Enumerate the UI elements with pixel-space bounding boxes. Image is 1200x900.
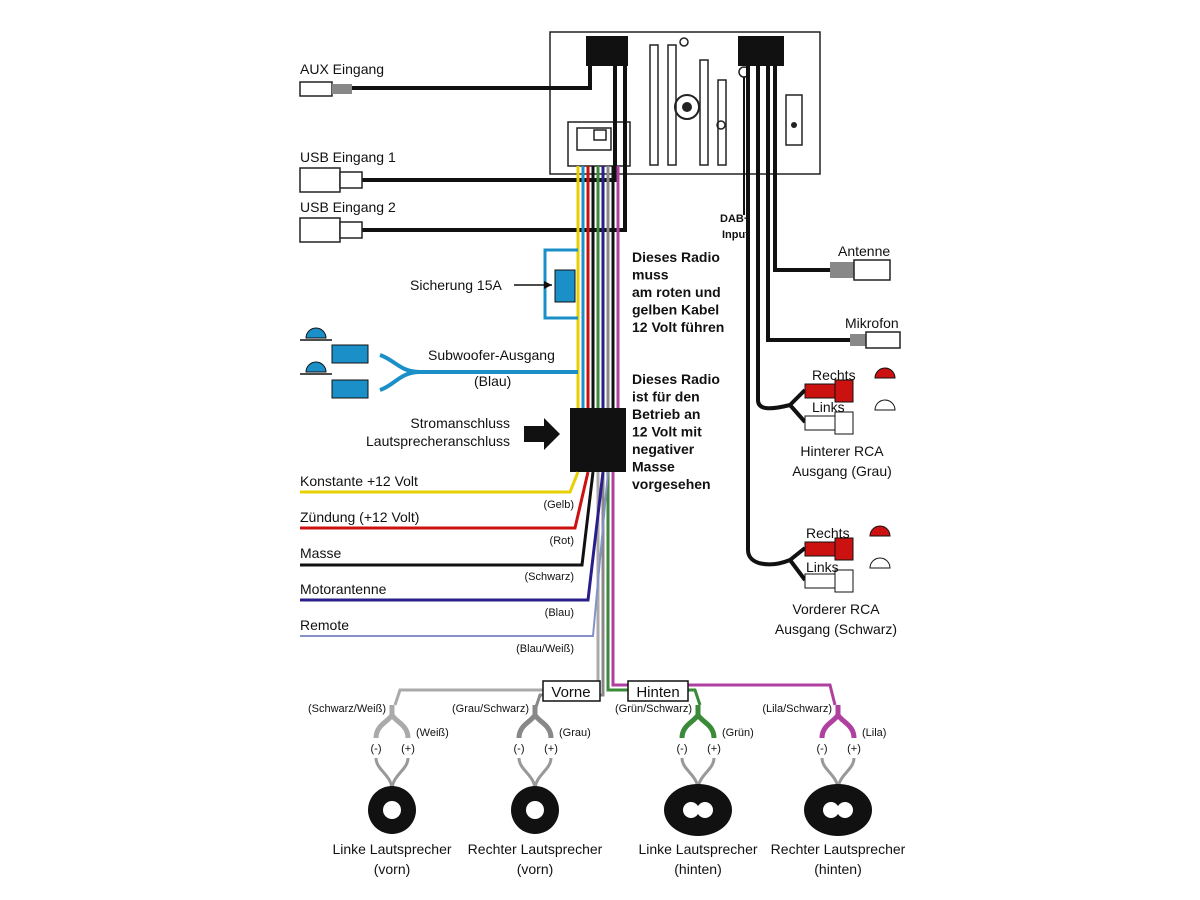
speaker-pos-color: (Grau) (559, 727, 591, 739)
note-line: 12 Volt mit (632, 424, 702, 440)
speaker-pos-color: (Weiß) (416, 727, 449, 739)
speaker-minus: (-) (371, 743, 382, 755)
front-rca-line2: Ausgang (Schwarz) (775, 621, 897, 637)
speaker-plus: (+) (847, 743, 861, 755)
dab-label-line1: DAB+ (720, 213, 750, 225)
right-cables (743, 66, 901, 593)
note-line: muss (632, 267, 669, 283)
arrow-right-icon (524, 418, 560, 450)
speaker-neg-color: (Schwarz/Weiß) (308, 703, 386, 715)
usb1-cable (299, 66, 617, 193)
note-line: am roten und (632, 284, 721, 300)
front-left-label: Links (806, 559, 839, 575)
speaker-position: (hinten) (814, 861, 861, 877)
speaker-position: (vorn) (374, 861, 411, 877)
note-line: Dieses Radio (632, 249, 720, 265)
note-line: Dieses Radio (632, 371, 720, 387)
note-line: ist für den (632, 389, 700, 405)
speaker-pos-color: (Grün) (722, 727, 754, 739)
front-tag: Vorne (551, 684, 590, 701)
subwoofer-label: Subwoofer-Ausgang (428, 347, 555, 363)
front-rca-line1: Vorderer RCA (792, 601, 880, 617)
power-wire-color: (Blau/Weiß) (516, 643, 574, 655)
power-wire-label: Remote (300, 617, 349, 633)
note-line: Betrieb an (632, 406, 700, 422)
power-label-line1: Stromanschluss (410, 415, 510, 431)
speaker-minus: (-) (514, 743, 525, 755)
fuse (514, 248, 578, 320)
rear-tag: Hinten (636, 684, 679, 701)
antenna-label: Antenne (838, 243, 890, 259)
note-line: vorgesehen (632, 476, 711, 492)
power-wire-color: (Rot) (550, 535, 574, 547)
rear-rca-line1: Hinterer RCA (800, 443, 884, 459)
speaker-plus: (+) (707, 743, 721, 755)
aux-cable (299, 66, 592, 97)
note-line: gelben Kabel (632, 302, 719, 318)
speaker-name: Linke Lautsprecher (332, 841, 451, 857)
usb2-label: USB Eingang 2 (300, 199, 396, 215)
power-wire-label: Konstante +12 Volt (300, 473, 418, 489)
speaker-position: (vorn) (517, 861, 554, 877)
speaker-wiring (368, 670, 872, 836)
dab-label-line2: Input (722, 229, 749, 241)
rear-left-label: Links (812, 399, 845, 415)
radio-unit (549, 31, 821, 175)
speaker-neg-color: (Lila/Schwarz) (762, 703, 832, 715)
speaker-pos-color: (Lila) (862, 727, 886, 739)
usb2-cable (299, 66, 627, 243)
power-wire-color: (Blau) (545, 607, 574, 619)
speaker-name: Rechter Lautsprecher (771, 841, 906, 857)
speaker-neg-color: (Grau/Schwarz) (452, 703, 529, 715)
main-harness (570, 166, 626, 670)
rear-right-label: Rechts (812, 367, 856, 383)
fuse-label: Sicherung 15A (410, 277, 503, 293)
power-wire-color: (Gelb) (543, 499, 574, 511)
speaker-plus: (+) (401, 743, 415, 755)
speaker-neg-color: (Grün/Schwarz) (615, 703, 692, 715)
note-line: negativer (632, 441, 695, 457)
speaker (373, 705, 411, 791)
subwoofer-cable (300, 327, 578, 399)
speaker-name: Linke Lautsprecher (638, 841, 757, 857)
power-label-line2: Lautsprecheranschluss (366, 433, 510, 449)
note-line: 12 Volt führen (632, 319, 724, 335)
speaker-name: Rechter Lautsprecher (468, 841, 603, 857)
aux-label: AUX Eingang (300, 61, 384, 77)
front-right-label: Rechts (806, 525, 850, 541)
speaker-minus: (-) (817, 743, 828, 755)
power-wire-label: Masse (300, 545, 341, 561)
speaker-position: (hinten) (674, 861, 721, 877)
speaker-plus: (+) (544, 743, 558, 755)
speaker-minus: (-) (677, 743, 688, 755)
rear-rca-line2: Ausgang (Grau) (792, 463, 892, 479)
power-wire-label: Zündung (+12 Volt) (300, 509, 419, 525)
power-wires (300, 471, 609, 637)
subwoofer-color-label: (Blau) (474, 373, 511, 389)
power-wire-color: (Schwarz) (524, 571, 574, 583)
power-wire-label: Motorantenne (300, 581, 387, 597)
note-line: Masse (632, 459, 675, 475)
usb1-label: USB Eingang 1 (300, 149, 396, 165)
mic-label: Mikrofon (845, 315, 899, 331)
